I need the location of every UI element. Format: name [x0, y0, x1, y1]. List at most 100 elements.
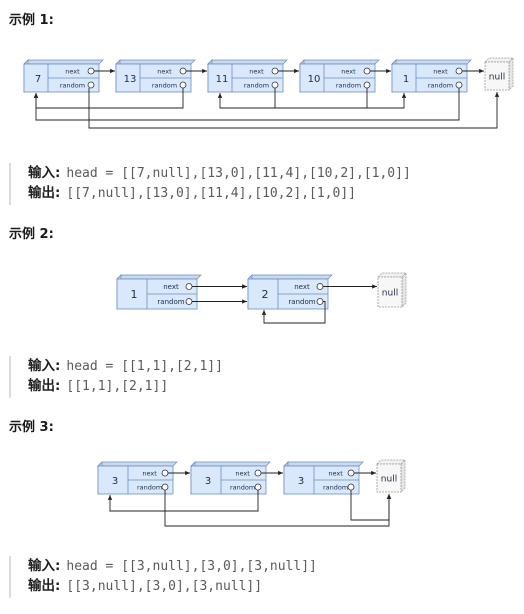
null-top-face	[377, 272, 407, 278]
example-3-input-line: 输入: head = [[3,null],[3,0],[3,null]]	[28, 556, 514, 576]
example-3-code-block: 输入: head = [[3,null],[3,0],[3,null]] 输出:[…	[9, 556, 514, 598]
input-value: head = [[3,null],[3,0],[3,null]]	[66, 559, 317, 574]
random-pointer-dot	[455, 81, 463, 89]
output-value: [[3,null],[3,0],[3,null]]	[66, 579, 263, 594]
null-side-face	[400, 459, 406, 493]
node-value: 11	[216, 74, 229, 85]
random-field-label: random	[157, 298, 184, 306]
random-pointer-dot	[271, 81, 279, 89]
random-pointer-dot	[179, 81, 187, 89]
next-field-label: next	[142, 470, 157, 478]
example-1-input-line: 输入: head = [[7,null],[13,0],[11,4],[10,2]…	[28, 163, 514, 183]
node-top-face	[391, 59, 472, 65]
next-field-label: next	[163, 283, 179, 291]
next-field-label: next	[433, 68, 448, 76]
random-field-label: random	[323, 484, 348, 492]
node-top-face	[23, 59, 104, 65]
output-value: [[1,1],[2,1]]	[66, 379, 169, 394]
null-box	[377, 276, 403, 308]
node-top-face	[207, 59, 288, 65]
random-field-label: random	[60, 82, 85, 90]
node-value: 2	[262, 288, 269, 301]
node-top-face	[115, 59, 196, 65]
random-field-label: random	[336, 82, 361, 90]
null-label: null	[489, 73, 505, 83]
next-pointer-dot	[347, 469, 355, 477]
null-side-face	[508, 57, 514, 91]
node-value: 7	[35, 74, 41, 85]
random-field-label: random	[230, 484, 255, 492]
input-label: 输入:	[28, 558, 61, 574]
next-field-label: next	[294, 283, 310, 291]
random-field-label: random	[288, 298, 315, 306]
random-arrow	[217, 88, 368, 109]
null-box	[484, 61, 510, 91]
example-2-heading: 示例 2:	[9, 227, 54, 242]
next-pointer-dot	[363, 67, 371, 75]
next-pointer-dot	[87, 67, 95, 75]
next-field-label: next	[328, 470, 343, 478]
next-pointer-dot	[179, 67, 187, 75]
example-3-output-line: 输出:[[3,null],[3,0],[3,null]]	[28, 576, 514, 596]
node-top-face	[299, 59, 380, 65]
random-field-label: random	[137, 484, 162, 492]
input-label: 输入:	[28, 358, 61, 374]
input-value: head = [[1,1],[2,1]]	[66, 359, 223, 374]
list-node: 10 next random	[299, 59, 380, 93]
list-node: 2 next random	[247, 274, 333, 310]
next-field-label: next	[249, 68, 264, 76]
output-label: 输出:	[28, 378, 61, 394]
null-label: null	[382, 289, 398, 299]
random-arrow	[107, 490, 259, 512]
next-pointer-dot	[254, 469, 262, 477]
node-top-face	[283, 461, 364, 467]
node-value: 1	[131, 288, 138, 301]
next-pointer-dot	[161, 469, 169, 477]
null-side-face	[401, 272, 407, 308]
node-top-face	[190, 461, 271, 467]
next-field-label: next	[341, 68, 356, 76]
example-1-code-block: 输入: head = [[7,null],[13,0],[11,4],[10,2]…	[9, 163, 514, 205]
null-label: null	[381, 475, 397, 485]
node-value: 3	[205, 476, 211, 487]
node-value: 13	[124, 74, 137, 85]
next-pointer-dot	[455, 67, 463, 75]
next-pointer-dot	[316, 283, 324, 290]
null-top-face	[376, 459, 406, 465]
random-field-label: random	[244, 82, 269, 90]
node-top-face	[97, 461, 178, 467]
next-field-label: next	[157, 68, 172, 76]
null-node: null	[484, 57, 514, 91]
next-pointer-dot	[271, 67, 279, 75]
input-label: 输入:	[28, 165, 61, 181]
node-value: 10	[308, 74, 321, 85]
random-arrow	[261, 301, 326, 324]
next-pointer-dot	[185, 283, 193, 290]
example-2-diagram: 1 next random 2 next random null	[116, 272, 407, 324]
next-field-label: next	[235, 470, 250, 478]
input-value: head = [[7,null],[13,0],[11,4],[10,2],[1…	[66, 166, 411, 181]
random-pointer-dot	[316, 298, 324, 305]
list-node: 1 next random	[116, 274, 202, 310]
example-1-output-line: 输出: [[7,null],[13,0],[11,4],[10,2],[1,0]]	[28, 183, 514, 203]
random-arrow	[33, 88, 460, 121]
node-top-face	[247, 274, 333, 280]
null-box	[376, 463, 402, 493]
example-2-input-line: 输入: head = [[1,1],[2,1]]	[28, 356, 514, 376]
example-2-code-block: 输入: head = [[1,1],[2,1]] 输出: [[1,1],[2,1]]	[9, 356, 514, 398]
random-arrow	[164, 490, 392, 527]
list-node: 3 next random	[190, 461, 271, 495]
null-top-face	[484, 57, 514, 63]
list-node: 11 next random	[207, 59, 288, 93]
random-pointer-dot	[254, 483, 262, 491]
example-3-heading: 示例 3:	[9, 420, 54, 435]
example-2-output-line: 输出: [[1,1],[2,1]]	[28, 376, 514, 396]
random-arrow	[88, 88, 500, 129]
output-label: 输出:	[28, 185, 61, 201]
output-value: [[7,null],[13,0],[11,4],[10,2],[1,0]]	[66, 186, 356, 201]
